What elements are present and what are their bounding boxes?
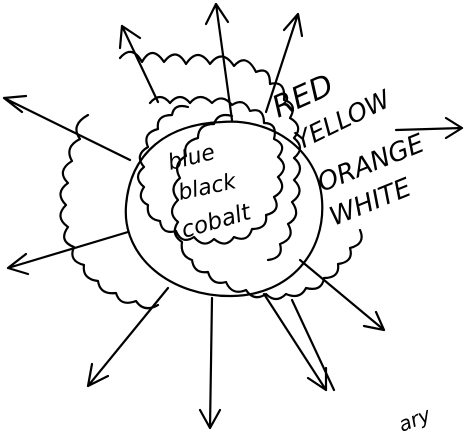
inner-label-blue: blue: [165, 140, 217, 176]
outer-wavy-left-edge: [60, 115, 158, 308]
arrow-left-lower: [8, 232, 128, 274]
corner-text: ary: [395, 402, 435, 433]
arrow-left-upper: [4, 96, 130, 160]
arrow-up-left: [120, 26, 158, 102]
inner-label-black: black: [176, 169, 240, 206]
arrow-down-right: [300, 260, 384, 330]
arrow-lower-right: [292, 300, 334, 390]
arrow-down: [200, 298, 220, 428]
inner-label-cobalt: cobalt: [178, 199, 254, 244]
